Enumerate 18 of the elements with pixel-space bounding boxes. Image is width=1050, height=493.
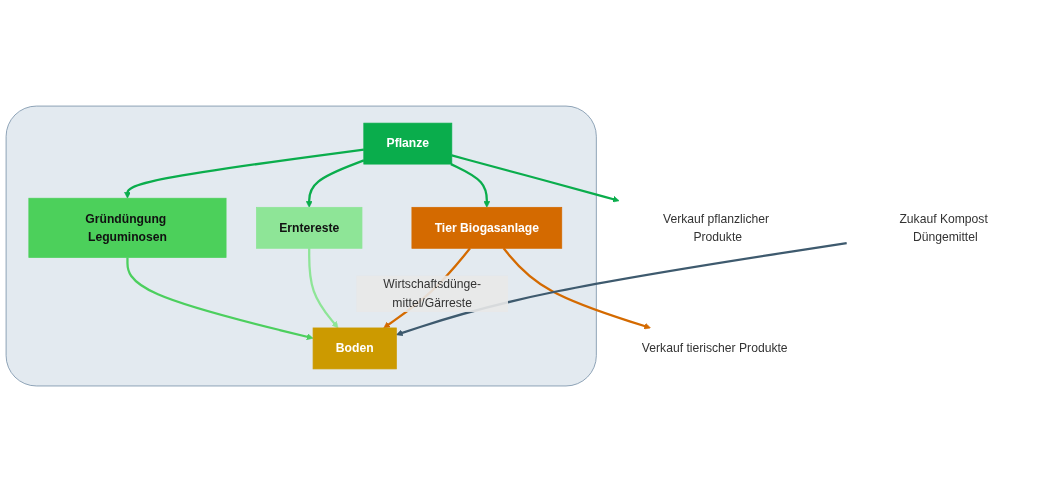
arrow bbox=[124, 148, 364, 199]
node-box: Tier Biogasanlage bbox=[411, 207, 563, 250]
node-box: Boden bbox=[312, 328, 397, 370]
cluster bbox=[5, 106, 597, 387]
node-text: Verkauf pflanzlicher Produkte bbox=[663, 212, 769, 244]
arrow bbox=[126, 257, 314, 341]
arrow bbox=[396, 242, 847, 337]
arrow bbox=[305, 159, 365, 209]
arrow bbox=[451, 154, 620, 203]
node-box: Pflanze bbox=[363, 123, 453, 165]
node-box: Gründüngung Leguminosen bbox=[28, 198, 227, 259]
node-box: Erntereste bbox=[256, 207, 363, 250]
arrow bbox=[308, 248, 339, 329]
arrow bbox=[450, 163, 491, 209]
edge-label: Wirtschaftsdünge-mittel/Gärreste bbox=[383, 278, 482, 310]
node-text: Verkauf tierischer Produkte bbox=[641, 342, 788, 355]
arrow bbox=[502, 248, 651, 330]
node-text: Zukauf Kompost Düngemittel bbox=[899, 212, 988, 244]
